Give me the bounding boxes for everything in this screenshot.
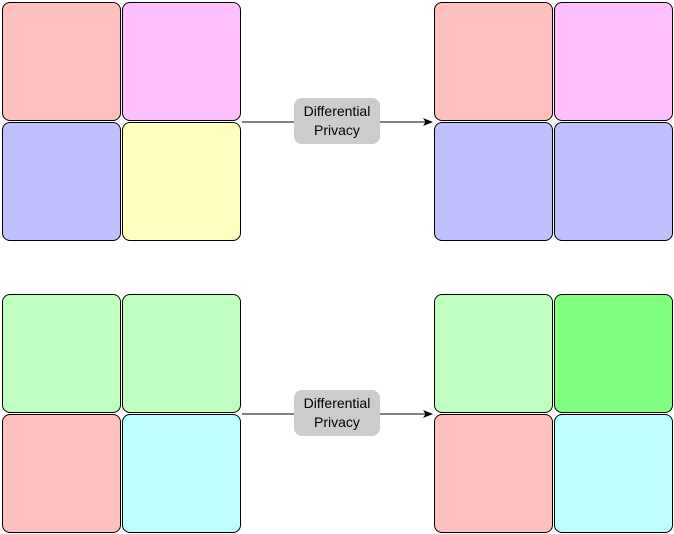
input-grid-2-cell-bottom-left [2, 414, 121, 533]
output-grid-2-cell-top-left [434, 294, 553, 413]
differential-privacy-label-2: Differential Privacy [294, 390, 380, 436]
input-grid-2-cell-top-left [2, 294, 121, 413]
input-grid-1-cell-bottom-left [2, 122, 121, 241]
output-grid-1-cell-top-right [554, 2, 673, 121]
input-grid-1-cell-top-right [122, 2, 241, 121]
differential-privacy-label-1: Differential Privacy [294, 98, 380, 144]
output-grid-1-cell-top-left [434, 2, 553, 121]
input-grid-2-cell-bottom-right [122, 414, 241, 533]
input-grid-1-cell-top-left [2, 2, 121, 121]
output-grid-1-cell-bottom-left [434, 122, 553, 241]
input-grid-1-cell-bottom-right [122, 122, 241, 241]
output-grid-2-cell-top-right [554, 294, 673, 413]
output-grid-2-cell-bottom-right [554, 414, 673, 533]
input-grid-2-cell-top-right [122, 294, 241, 413]
output-grid-1-cell-bottom-right [554, 122, 673, 241]
output-grid-2-cell-bottom-left [434, 414, 553, 533]
